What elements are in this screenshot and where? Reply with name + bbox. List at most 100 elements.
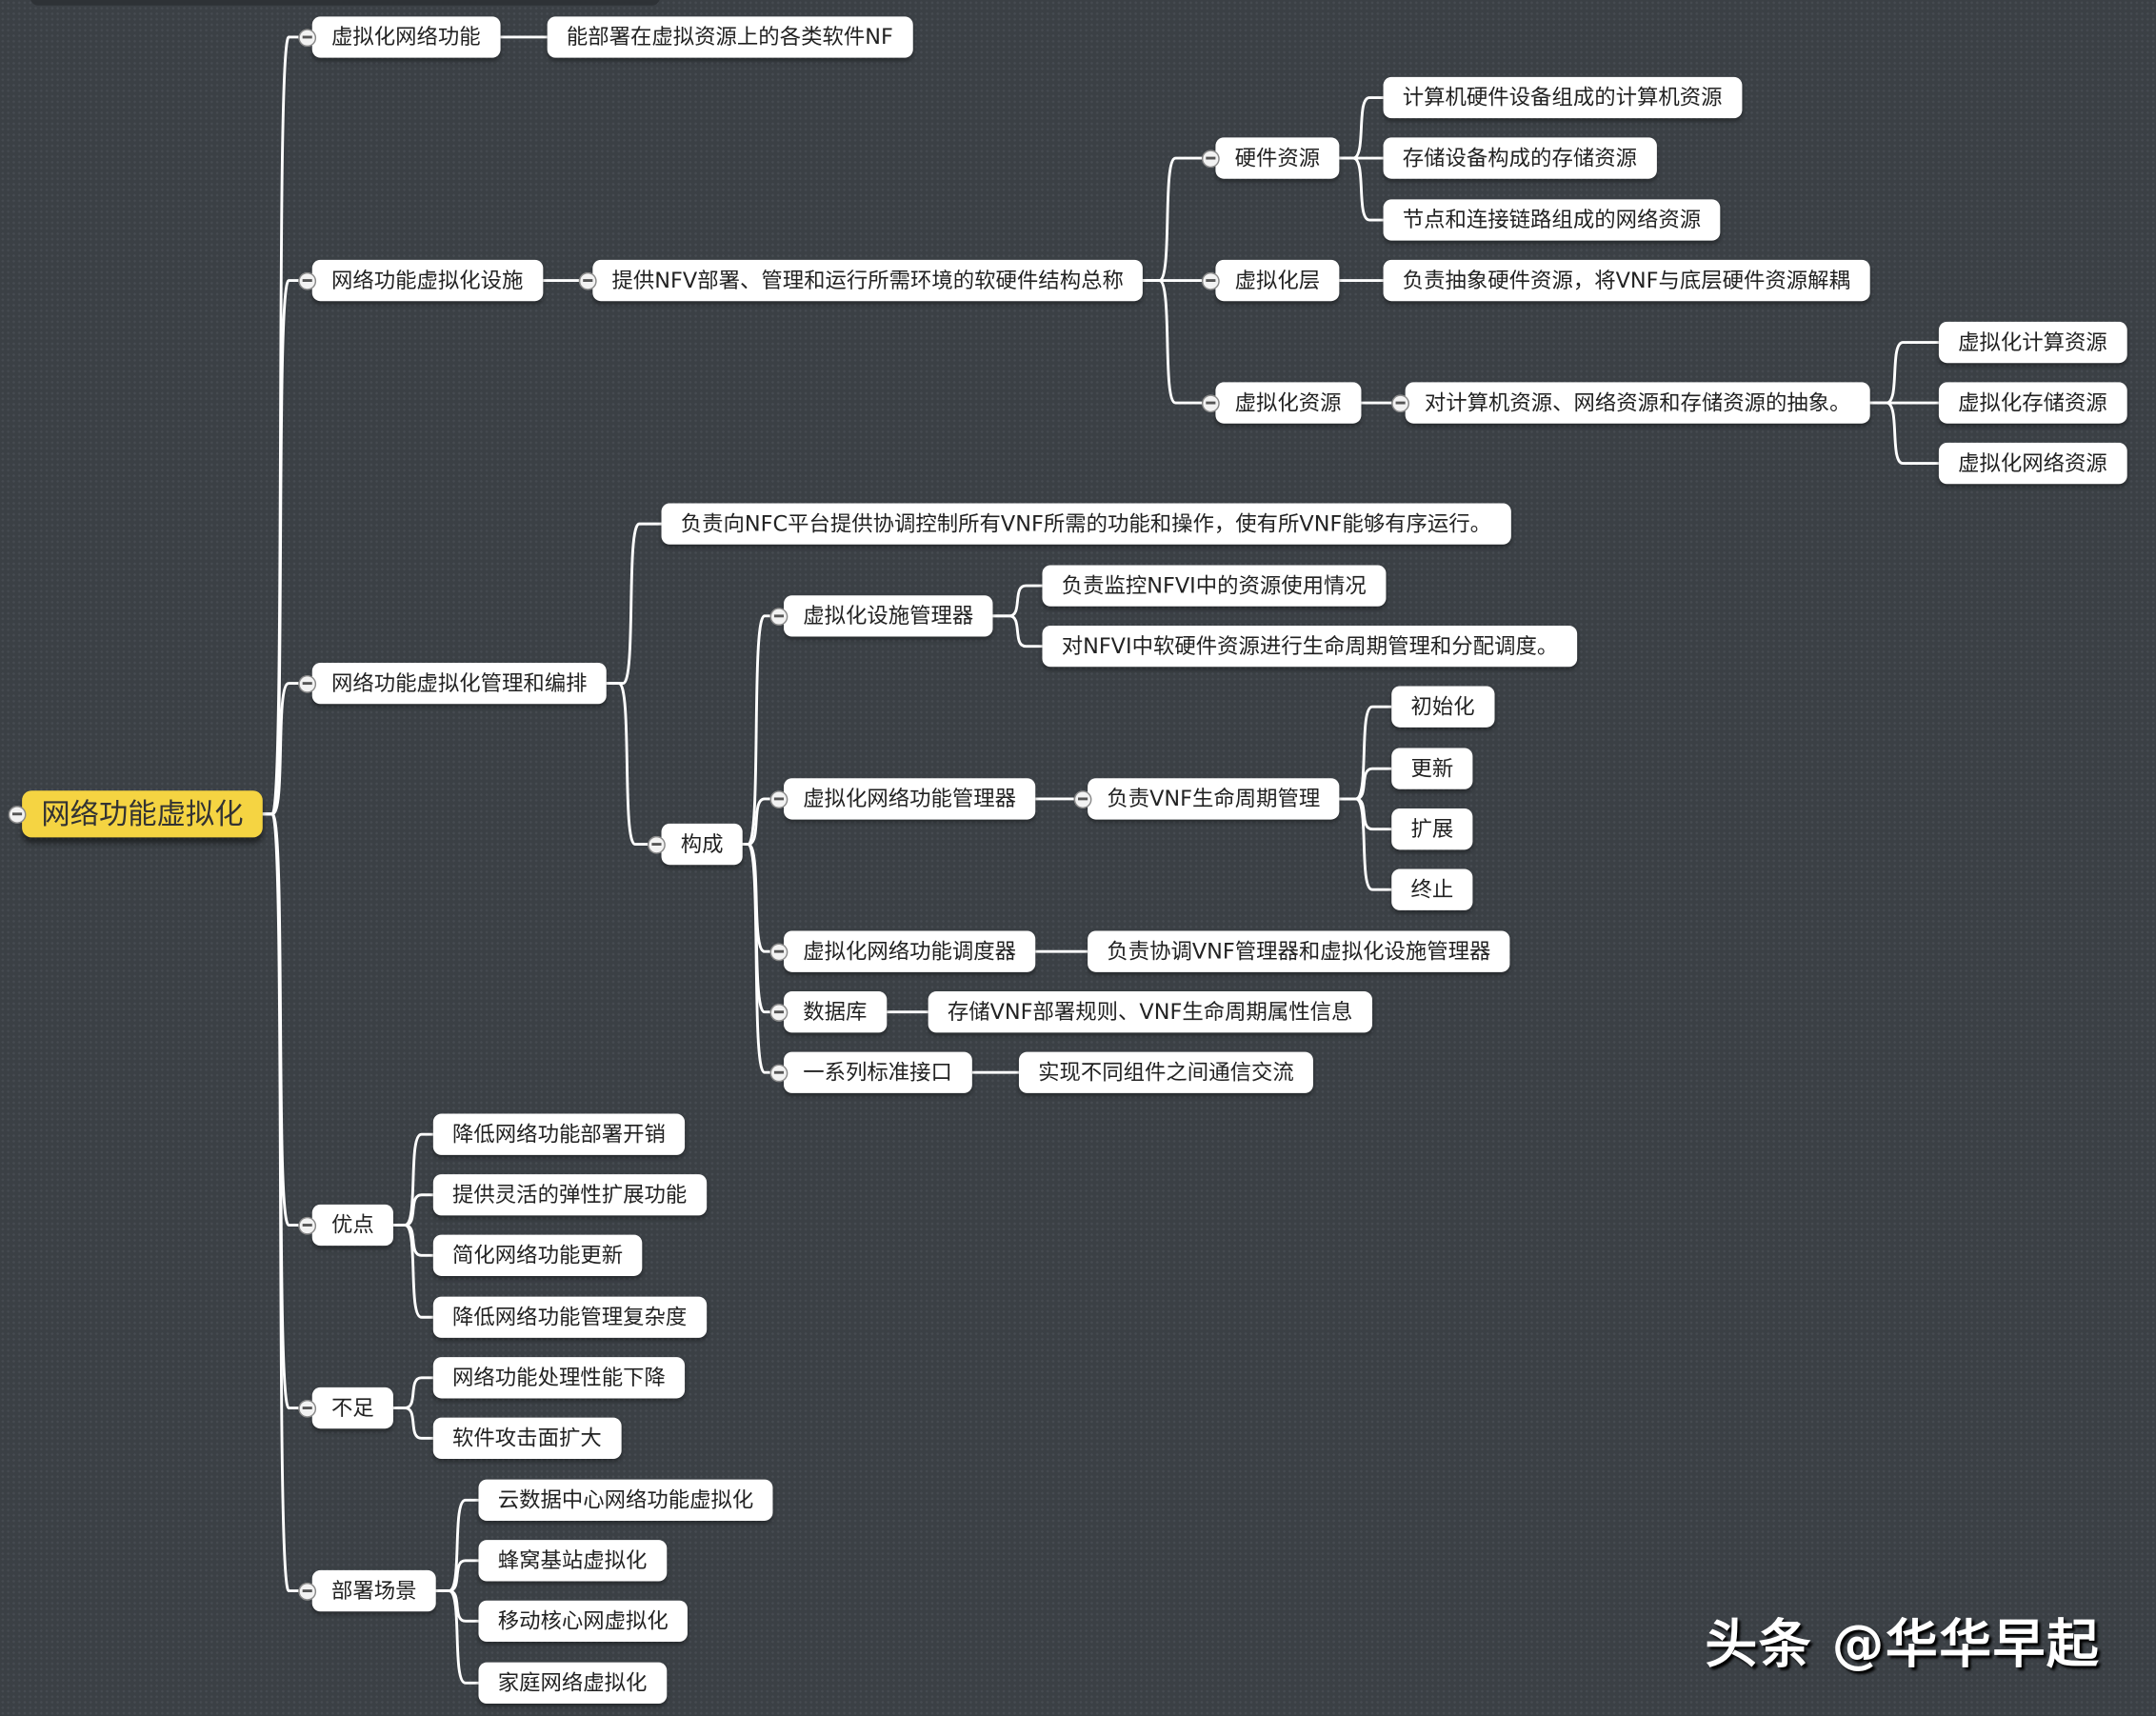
topic-vnf-desc[interactable]: 能部署在虚拟资源上的各类软件NF [547,16,913,58]
topic-nfvi[interactable]: 网络功能虚拟化设施 [311,259,543,302]
topic-deployment-scenarios[interactable]: 部署场景 [311,1569,436,1612]
collapse-toggle-icon[interactable] [769,607,789,626]
topic-mano-desc[interactable]: 负责向NFC平台提供协调控制所有VNF所需的功能和操作，使有所VNF能够有序运行… [661,503,1511,545]
collapse-toggle-icon[interactable] [769,1003,789,1022]
connector-line [262,35,299,816]
topic-vnfm-desc[interactable]: 负责VNF生命周期管理 [1088,778,1340,820]
topic-orchestrator-desc[interactable]: 负责协调VNF管理器和虚拟化设施管理器 [1088,930,1510,972]
collapse-toggle-icon[interactable] [8,805,27,824]
collapse-toggle-icon[interactable] [298,674,317,693]
collapse-toggle-icon[interactable] [1201,149,1220,168]
connector-line [262,812,299,1227]
topic-network-hardware[interactable]: 节点和连接链路组成的网络资源 [1383,199,1721,241]
connector-line [1869,341,1939,405]
topic-composition[interactable]: 构成 [661,823,743,866]
collapse-toggle-icon[interactable] [298,28,317,47]
collapse-toggle-icon[interactable] [1201,393,1220,412]
collapse-toggle-icon[interactable] [769,1063,789,1082]
collapse-toggle-icon[interactable] [1391,393,1409,412]
topic-scenario[interactable]: 移动核心网虚拟化 [478,1600,688,1643]
topic-lifecycle-terminate[interactable]: 终止 [1391,868,1473,910]
topic-advantage[interactable]: 降低网络功能管理复杂度 [432,1296,707,1338]
collapse-toggle-icon[interactable] [578,271,597,289]
connector-line [435,1589,479,1685]
connector-line [435,1589,479,1623]
topic-vnfm[interactable]: 虚拟化网络功能管理器 [784,778,1036,820]
connector-line [1142,279,1202,405]
connector-line [742,797,770,846]
topic-vim-monitor[interactable]: 负责监控NFVI中的资源使用情况 [1042,565,1386,607]
topic-disadvantage[interactable]: 软件攻击面扩大 [432,1417,621,1459]
topic-lifecycle-scale[interactable]: 扩展 [1391,808,1473,850]
topic-vim[interactable]: 虚拟化设施管理器 [784,595,993,637]
collapse-toggle-icon[interactable] [769,789,789,808]
connector-line [262,812,299,1593]
connector-line [992,614,1043,648]
connector-line [262,812,299,1409]
topic-virtualization-layer[interactable]: 虚拟化层 [1215,259,1340,302]
topic-virtual-resources[interactable]: 虚拟化资源 [1215,382,1361,424]
connector-line [992,584,1043,618]
topic-advantage[interactable]: 简化网络功能更新 [432,1234,643,1276]
topic-virtualization-layer-desc[interactable]: 负责抽象硬件资源，将VNF与底层硬件资源解耦 [1383,259,1870,302]
topic-nfvi-desc[interactable]: 提供NFV部署、管理和运行所需环境的软硬件结构总称 [592,259,1144,302]
collapse-toggle-icon[interactable] [298,1582,317,1600]
root-topic[interactable]: 网络功能虚拟化 [22,790,263,838]
connector-line [392,1224,433,1257]
connector-line [606,522,662,686]
connector-line [1339,797,1392,891]
connector-line [392,1193,433,1227]
topic-advantage[interactable]: 提供灵活的弹性扩展功能 [432,1174,707,1216]
topic-mano[interactable]: 网络功能虚拟化管理和编排 [311,662,607,705]
topic-virtual-storage[interactable]: 虚拟化存储资源 [1938,382,2127,424]
collapse-toggle-icon[interactable] [298,1216,317,1234]
connector-line [392,1407,433,1440]
connector-line [742,843,770,1014]
connector-line [1339,767,1392,801]
topic-virtual-network[interactable]: 虚拟化网络资源 [1938,442,2127,485]
topic-database[interactable]: 数据库 [784,991,887,1033]
collapse-toggle-icon[interactable] [298,271,317,289]
connector-line [1339,797,1392,831]
connector-line [262,279,299,816]
connector-line [742,843,770,953]
connector-line [392,1132,433,1227]
topic-disadvantage[interactable]: 网络功能处理性能下降 [432,1357,686,1399]
collapse-toggle-icon[interactable] [648,835,666,853]
connector-line [742,614,770,846]
topic-virtual-resources-desc[interactable]: 对计算机资源、网络资源和存储资源的抽象。 [1405,382,1870,424]
topic-virtual-compute[interactable]: 虚拟化计算资源 [1938,321,2127,364]
topic-advantages[interactable]: 优点 [311,1204,393,1247]
topic-scenario[interactable]: 蜂窝基站虚拟化 [478,1540,667,1582]
connector-line [1339,96,1384,160]
collapse-toggle-icon[interactable] [1073,789,1092,808]
top-toolbar-strip [30,0,661,6]
topic-scenario[interactable]: 云数据中心网络功能虚拟化 [478,1479,773,1521]
collapse-toggle-icon[interactable] [1201,271,1220,289]
topic-vim-lifecycle[interactable]: 对NFVI中软硬件资源进行生命周期管理和分配调度。 [1042,625,1578,668]
connector-line [606,682,649,846]
topic-interfaces[interactable]: 一系列标准接口 [784,1051,972,1093]
collapse-toggle-icon[interactable] [769,942,789,961]
topic-advantage[interactable]: 降低网络功能部署开销 [432,1113,686,1155]
topic-compute-hardware[interactable]: 计算机硬件设备组成的计算机资源 [1383,76,1742,119]
connector-line [392,1224,433,1319]
topic-lifecycle-init[interactable]: 初始化 [1391,686,1494,728]
topic-storage-hardware[interactable]: 存储设备构成的存储资源 [1383,137,1657,179]
topic-interfaces-desc[interactable]: 实现不同组件之间通信交流 [1018,1051,1313,1093]
collapse-toggle-icon[interactable] [298,1399,317,1417]
connector-line [1339,156,1384,222]
topic-orchestrator[interactable]: 虚拟化网络功能调度器 [784,930,1036,972]
topic-lifecycle-update[interactable]: 更新 [1391,748,1473,789]
topic-scenario[interactable]: 家庭网络虚拟化 [478,1662,667,1704]
connector-line [435,1559,479,1593]
connector-line [1869,401,1939,466]
topic-database-desc[interactable]: 存储VNF部署规则、VNF生命周期属性信息 [928,991,1372,1033]
topic-vnf[interactable]: 虚拟化网络功能 [311,16,500,58]
topic-disadvantages[interactable]: 不足 [311,1387,393,1429]
connector-line [262,682,299,816]
connector-line [742,843,770,1074]
topic-hardware-resources[interactable]: 硬件资源 [1215,137,1340,179]
